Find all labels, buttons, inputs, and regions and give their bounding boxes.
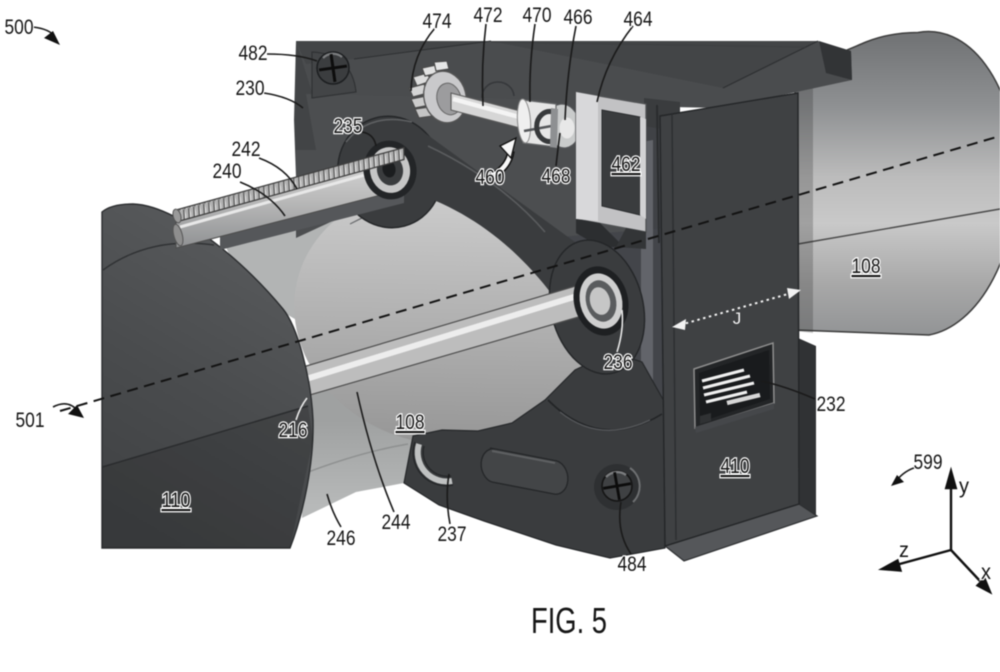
- svg-text:FIG. 5: FIG. 5: [531, 600, 607, 641]
- svg-text:501: 501: [16, 409, 45, 432]
- svg-text:235: 235: [334, 115, 363, 138]
- svg-text:460: 460: [476, 166, 505, 189]
- svg-text:230: 230: [236, 77, 265, 100]
- svg-text:z: z: [899, 539, 909, 562]
- svg-text:J: J: [733, 309, 742, 328]
- svg-text:108: 108: [852, 255, 881, 278]
- svg-text:237: 237: [438, 523, 467, 546]
- svg-text:108: 108: [396, 411, 425, 434]
- svg-text:x: x: [981, 561, 991, 584]
- svg-text:242: 242: [232, 138, 261, 161]
- svg-text:468: 468: [542, 165, 571, 188]
- svg-text:y: y: [959, 475, 969, 498]
- svg-text:474: 474: [423, 10, 452, 33]
- svg-text:470: 470: [523, 4, 552, 27]
- svg-text:482: 482: [239, 42, 268, 65]
- svg-text:236: 236: [604, 351, 633, 374]
- svg-text:232: 232: [817, 393, 846, 416]
- svg-text:216: 216: [279, 419, 308, 442]
- svg-text:244: 244: [382, 511, 411, 534]
- svg-text:599: 599: [914, 451, 943, 474]
- svg-text:246: 246: [327, 527, 356, 550]
- svg-text:466: 466: [564, 6, 593, 29]
- svg-text:410: 410: [721, 455, 750, 478]
- svg-text:472: 472: [474, 4, 503, 27]
- svg-text:484: 484: [618, 553, 647, 576]
- svg-text:464: 464: [624, 8, 653, 31]
- svg-text:500: 500: [5, 16, 34, 39]
- svg-text:462: 462: [612, 153, 641, 176]
- svg-text:240: 240: [213, 160, 242, 183]
- svg-text:110: 110: [162, 489, 191, 512]
